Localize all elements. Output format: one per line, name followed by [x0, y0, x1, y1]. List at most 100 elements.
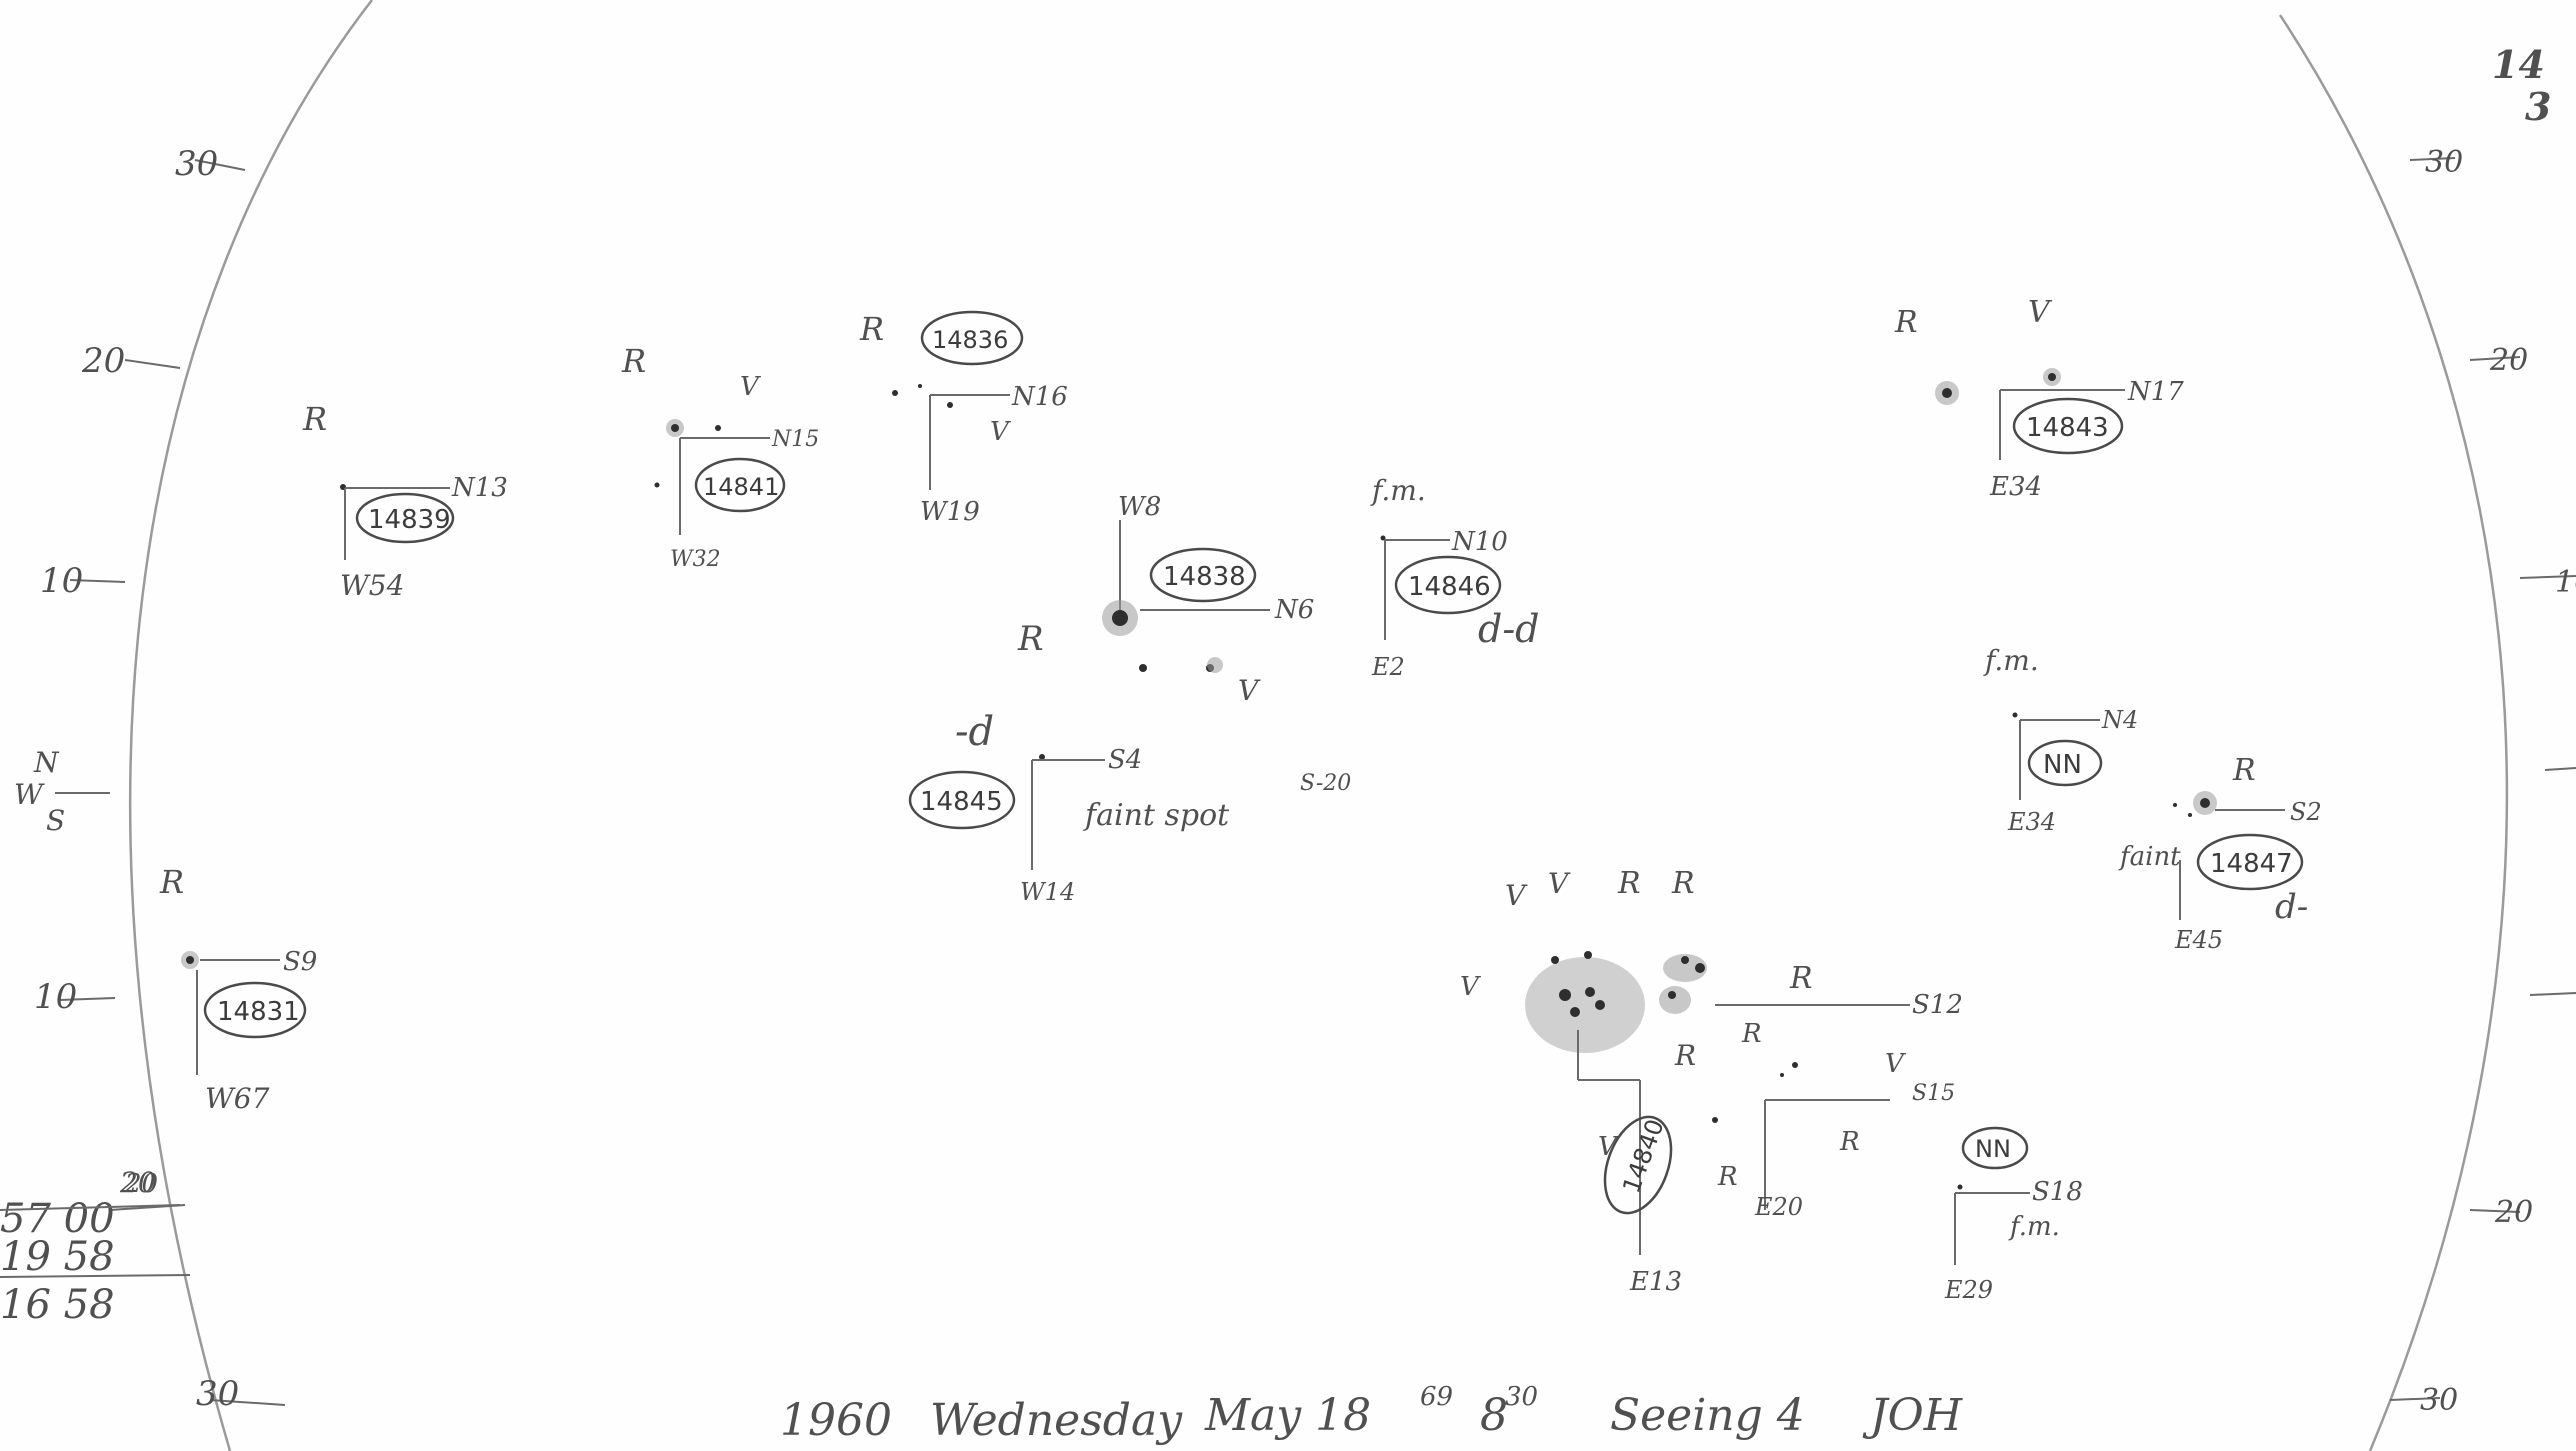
note-R: R	[859, 310, 884, 348]
label-left-20-bottom: 20	[119, 1166, 156, 1199]
footer-date-sup: 69	[1420, 1382, 1453, 1412]
region-number-ring	[2027, 739, 2103, 787]
note-V: V	[1598, 1132, 1619, 1162]
lat-label: N17	[2127, 377, 2184, 407]
group-14847: R S2 faint 14847 d- E45	[2118, 753, 2322, 954]
margin-row2: 19 58	[0, 1234, 115, 1280]
footer-date: May 18	[1204, 1390, 1371, 1441]
lat-label: N13	[451, 473, 508, 503]
label-left-N: N	[33, 746, 60, 779]
region-number-ring	[694, 457, 786, 513]
margin-row1-sup: 20	[124, 1169, 158, 1199]
note-V: V	[990, 417, 1011, 447]
lat-label: S4	[1108, 745, 1142, 775]
region-number-ring	[1603, 1115, 1673, 1215]
corner-number-top: 14	[2492, 42, 2545, 87]
group-14841: R V N15 14841 W32	[621, 342, 819, 572]
footer-initials: JOH	[1862, 1390, 1964, 1441]
group-14840: V V R R V R R S12 R V 14840 R E13	[1460, 866, 1963, 1297]
note-R: R	[1894, 305, 1918, 340]
lat-label: N16	[1011, 382, 1068, 412]
group-14839: R N13 14839 W54	[302, 400, 508, 602]
region-number-ring	[1394, 555, 1502, 615]
region-number: 14839	[368, 505, 451, 535]
group-14846: f.m. N10 14846 d-d E2	[1370, 474, 1540, 681]
lat-label: N4	[2101, 706, 2138, 734]
label-left-10-top: 10	[40, 561, 83, 601]
note-d: -d	[955, 709, 994, 755]
group-14838: W8 14838 N6 R V	[1017, 492, 1314, 707]
lat-label: N15	[771, 427, 819, 452]
note-V: V	[2028, 295, 2053, 330]
region-number: 14841	[703, 473, 779, 501]
group-14836: R 14836 N16 V W19	[859, 310, 1068, 527]
lon-label: W8	[1118, 492, 1161, 522]
footer-time-sup: 30	[1505, 1382, 1538, 1412]
footer-time: 8	[1480, 1390, 1508, 1441]
note-R: R	[2232, 753, 2256, 788]
region-number-ring	[1961, 1126, 2029, 1170]
note-R: R	[302, 400, 327, 438]
label-left-30-bottom: 30	[196, 1374, 239, 1414]
lon-label: E34	[2007, 808, 2056, 836]
group-nn-north: f.m. N4 NN E34	[1983, 644, 2138, 836]
region-number-ring	[203, 981, 307, 1039]
lon-label: W14	[1020, 878, 1075, 906]
margin-numbers: 20 57 00 19 58 16 58	[0, 1169, 191, 1328]
lat-label: S9	[283, 947, 317, 977]
lat-label: S18	[2032, 1177, 2083, 1207]
footer-year: 1960	[780, 1395, 892, 1446]
label-right-30-top: 30	[2425, 145, 2463, 180]
note-faint-spot: faint spot	[1083, 798, 1230, 833]
lat-label: N6	[1274, 595, 1314, 625]
lon-label: W32	[670, 547, 721, 572]
label-right-20-bottom: 20	[2494, 1195, 2533, 1230]
group-nn-south: NN S18 f.m. E29	[1944, 1126, 2083, 1304]
label-right-20-top: 20	[2489, 343, 2528, 378]
left-limb-ticks	[55, 159, 286, 1406]
lon-label: E20	[1754, 1193, 1803, 1221]
region-number-ring	[2196, 833, 2304, 891]
note-R: R	[1839, 1127, 1860, 1157]
note-V: V	[1548, 867, 1571, 900]
note-V: V	[740, 372, 761, 402]
lon-label: E13	[1629, 1267, 1682, 1297]
margin-row1: 57 00	[0, 1196, 115, 1242]
note-R: R	[1674, 1039, 1696, 1072]
region-number: 14831	[217, 997, 300, 1027]
lon-label: E2	[1371, 653, 1405, 681]
footer-day: Wednesday	[930, 1395, 1183, 1446]
label-left-30-top: 30	[175, 144, 218, 184]
label-right-30-bottom: 30	[2420, 1383, 2458, 1418]
lat-label: S15	[1912, 1081, 1955, 1106]
region-number: 14846	[1408, 572, 1491, 602]
region-number: 14836	[932, 326, 1008, 354]
corner-number-bottom: 3	[2525, 84, 2551, 129]
note-fm: f.m.	[1370, 474, 1426, 507]
group-14831: R S9 14831 W67	[159, 863, 317, 1115]
region-number-ring	[2012, 397, 2124, 455]
label-left-S: S	[46, 804, 65, 837]
note-V: V	[1460, 972, 1481, 1002]
margin-row3: 16 58	[0, 1282, 115, 1328]
lon-label: E29	[1944, 1276, 1993, 1304]
label-left-20-top: 20	[81, 341, 125, 381]
note-fm: f.m.	[1983, 644, 2039, 677]
footer-seeing: Seeing 4	[1610, 1390, 1805, 1441]
note-fm: f.m.	[2008, 1212, 2060, 1242]
lon-label: E45	[2174, 926, 2223, 954]
lon-label: W19	[920, 497, 980, 527]
footer-inscription: 1960 Wednesday May 18 69 8 30 Seeing 4 J…	[780, 1382, 1964, 1446]
region-number: 14843	[2026, 413, 2109, 443]
group-14843: R V N17 14843 E34	[1894, 295, 2184, 502]
region-number-ring	[355, 492, 455, 544]
note-R: R	[1617, 866, 1641, 901]
region-number: 14847	[2210, 849, 2293, 879]
label-left-10-bottom: 10	[34, 977, 77, 1017]
note-R: R	[621, 342, 646, 380]
group-14845: -d S4 14845 faint spot S-20 W14	[908, 709, 1351, 906]
lon-label: W54	[340, 569, 404, 602]
group-e20: V S15 R E20	[1754, 1049, 1955, 1221]
